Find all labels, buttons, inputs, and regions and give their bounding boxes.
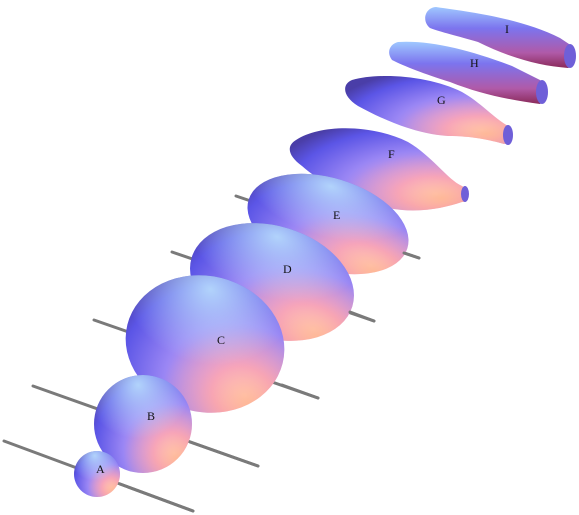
- shape-label-f: F: [388, 147, 395, 161]
- shape-i: I: [425, 7, 576, 68]
- shape-label-h: H: [470, 56, 479, 70]
- shape-label-i: I: [505, 22, 509, 36]
- axis-rod-d-front: [348, 310, 376, 323]
- shape-f: F: [289, 128, 469, 211]
- shape-c: C: [125, 275, 285, 413]
- shape-label-e: E: [333, 208, 340, 222]
- shape-g-shade: [345, 76, 512, 144]
- shape-h-end: [536, 80, 548, 104]
- shape-f-end: [461, 186, 469, 202]
- shape-h: H: [389, 41, 548, 104]
- shape-b: B: [94, 375, 192, 473]
- axis-rods-front: [118, 251, 421, 513]
- shape-a-glow: [74, 451, 120, 497]
- axis-rod-c-front: [280, 383, 320, 400]
- shape-h-body: [389, 41, 546, 104]
- axis-rod-a-front: [118, 482, 195, 513]
- shape-label-b: B: [147, 409, 155, 423]
- shape-c-glow: [125, 275, 285, 413]
- axis-rod-b-front: [188, 440, 260, 468]
- shape-g: G: [345, 76, 513, 145]
- shape-i-end: [564, 44, 576, 68]
- shape-label-c: C: [217, 333, 225, 347]
- shape-f-shade: [289, 128, 468, 211]
- axis-rod-e-front: [402, 251, 421, 260]
- shape-a: A: [74, 451, 120, 497]
- shape-label-a: A: [96, 462, 105, 476]
- shape-i-body: [425, 7, 576, 68]
- shape-g-end: [503, 125, 513, 145]
- shape-b-glow: [94, 375, 192, 473]
- shape-label-g: G: [437, 93, 446, 107]
- shape-label-d: D: [283, 262, 292, 276]
